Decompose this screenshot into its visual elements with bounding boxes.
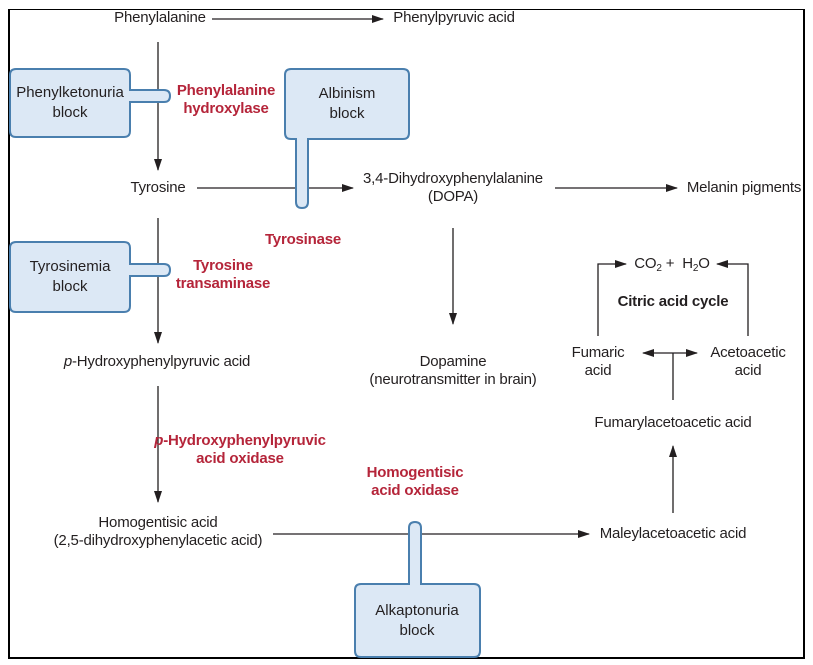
arrow-fumaric-to-co2 — [597, 260, 627, 336]
h2o-text-o: O — [698, 255, 710, 272]
enzyme-line: hydroxylase — [183, 100, 269, 117]
phpp-prefix: p — [63, 353, 72, 370]
phpp-rest: -Hydroxyphenylpyruvic acid — [71, 353, 251, 370]
plus-sign: + — [661, 255, 683, 272]
enzyme-phenylalanine-hydroxylase: Phenylalanine hydroxylase — [177, 82, 275, 118]
co2-subscript: 2 — [656, 263, 662, 274]
compound-fumaric-acid: Fumaric acid — [572, 344, 625, 380]
fumaric-line1: Fumaric — [571, 344, 625, 361]
block-line: Phenylketonuria — [16, 84, 124, 101]
block-line: Albinism — [318, 85, 376, 102]
compound-acetoacetic-acid: Acetoacetic acid — [710, 344, 786, 380]
co2-text: CO — [634, 255, 657, 272]
compound-p-hydroxyphenylpyruvic-acid: p-Hydroxyphenylpyruvic acid — [63, 353, 251, 371]
enzyme-line: transaminase — [175, 275, 271, 292]
enzyme-line: Tyrosine — [193, 257, 253, 274]
block-line: block — [52, 278, 88, 295]
h2o-subscript: 2 — [692, 263, 699, 274]
enzyme-prefix: p — [154, 432, 164, 449]
homogentisic-name: Homogentisic acid — [98, 514, 218, 531]
block-line: block — [52, 104, 88, 121]
compound-co2-h2o: CO2 + H2O — [634, 255, 710, 274]
phenylketonuria-block — [9, 68, 172, 138]
enzyme-tyrosine-transaminase: Tyrosine transaminase — [175, 257, 271, 293]
enzyme-line: Homogentisic — [366, 464, 464, 481]
tyrosinemia-block-label: Tyrosinemia block — [30, 257, 111, 297]
dopamine-name: Dopamine — [419, 353, 487, 370]
acetoacetic-line1: Acetoacetic — [710, 344, 786, 361]
enzyme-line: acid oxidase — [371, 482, 459, 499]
compound-phenylpyruvic-acid: Phenylpyruvic acid — [393, 9, 515, 26]
enzyme-homogentisic-acid-oxidase: Homogentisic acid oxidase — [367, 464, 464, 500]
phenylketonuria-block-label: Phenylketonuria block — [16, 83, 124, 123]
enzyme-line: Phenylalanine — [176, 82, 276, 99]
enzyme-p-hydroxyphenylpyruvic-acid-oxidase: p-Hydroxyphenylpyruvic acid oxidase — [154, 432, 326, 468]
homogentisic-chem: (2,5-dihydroxyphenylacetic acid) — [53, 532, 263, 549]
alkaptonuria-block — [354, 520, 481, 658]
albinism-block — [284, 68, 410, 210]
block-line: block — [329, 105, 365, 122]
dopa-abbrev: (DOPA) — [427, 188, 479, 205]
enzyme-tyrosinase: Tyrosinase — [264, 231, 342, 248]
arrow-acetoacetic-to-h2o — [716, 260, 749, 336]
block-line: Tyrosinemia — [29, 258, 111, 275]
albinism-block-label: Albinism block — [319, 84, 376, 124]
block-line: block — [399, 622, 435, 639]
citric-acid-cycle-label: Citric acid cycle — [617, 293, 729, 310]
fumaric-line2: acid — [584, 362, 612, 379]
acetoacetic-line2: acid — [734, 362, 762, 379]
compound-maleylacetoacetic-acid: Maleylacetoacetic acid — [599, 525, 747, 542]
compound-tyrosine: Tyrosine — [130, 179, 186, 196]
compound-melanin-pigments: Melanin pigments — [686, 179, 802, 196]
block-line: Alkaptonuria — [375, 602, 459, 619]
compound-phenylalanine: Phenylalanine — [114, 9, 206, 26]
alkaptonuria-block-label: Alkaptonuria block — [375, 601, 458, 641]
compound-dopa: 3,4-Dihydroxyphenylalanine (DOPA) — [363, 170, 543, 206]
enzyme-rest: -Hydroxyphenylpyruvic — [163, 432, 326, 449]
enzyme-line: p-Hydroxyphenylpyruvic — [154, 432, 326, 450]
tyrosinemia-block — [9, 241, 172, 313]
dopamine-note: (neurotransmitter in brain) — [369, 371, 537, 388]
h2o-text: H — [682, 255, 693, 272]
compound-dopamine: Dopamine (neurotransmitter in brain) — [369, 353, 536, 389]
compound-fumarylacetoacetic-acid: Fumarylacetoacetic acid — [594, 414, 752, 431]
dopa-name: 3,4-Dihydroxyphenylalanine — [363, 170, 543, 187]
enzyme-line: acid oxidase — [196, 450, 284, 467]
compound-homogentisic-acid: Homogentisic acid (2,5-dihydroxyphenylac… — [54, 514, 263, 550]
